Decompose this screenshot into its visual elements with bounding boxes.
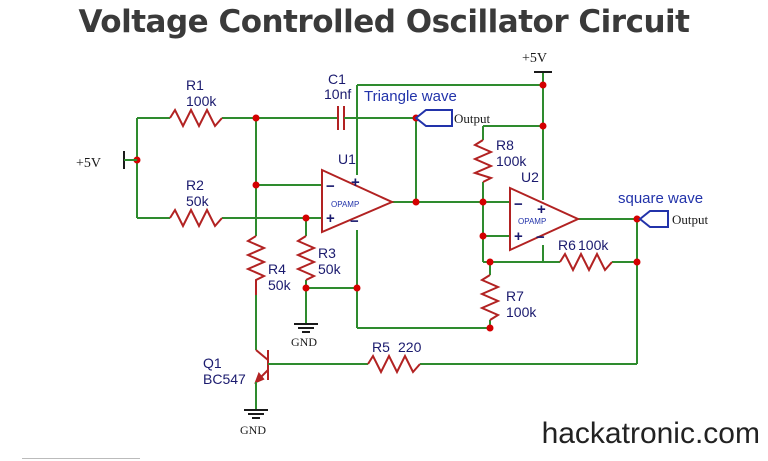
opamp-u1: − + + − OPAMP xyxy=(321,168,395,234)
opamp-u2: − + + − OPAMP xyxy=(509,186,581,252)
u2-vplus-sign: + xyxy=(537,201,546,218)
wires xyxy=(136,72,640,365)
u2-minus-sign: − xyxy=(514,196,523,213)
resistors xyxy=(169,107,613,375)
q1-value: BC547 xyxy=(203,371,246,387)
u2-type: OPAMP xyxy=(518,217,546,226)
supply-left-label: +5V xyxy=(76,156,101,171)
r7-value: 100k xyxy=(506,304,537,320)
u1-vminus-sign: − xyxy=(350,213,359,230)
r3-name: R3 xyxy=(318,245,336,261)
gnd-label: GND xyxy=(240,423,266,437)
triangle-output-label: Output xyxy=(454,111,491,126)
ground-symbol xyxy=(244,409,268,419)
r6-value: 100k xyxy=(578,237,609,253)
c1-value: 10nf xyxy=(324,86,351,102)
square-wave-label: square wave xyxy=(618,190,703,207)
supply-top-label: +5V xyxy=(522,51,547,66)
u1-minus-sign: − xyxy=(326,178,335,195)
node xyxy=(633,258,641,266)
capacitor-c1 xyxy=(330,106,352,130)
u2-vminus-sign: − xyxy=(536,229,545,246)
node xyxy=(633,215,641,223)
resistor-r5 xyxy=(367,353,421,375)
r7-name: R7 xyxy=(506,288,524,304)
node xyxy=(539,81,547,89)
r5-value: 220 xyxy=(398,339,422,355)
u1-plus-sign: + xyxy=(326,210,335,227)
u2-plus-sign: + xyxy=(514,228,523,245)
resistor-r4 xyxy=(245,235,267,295)
output-connector-square xyxy=(638,210,669,228)
r4-name: R4 xyxy=(268,261,286,277)
footer-watermark: hackatronic.com xyxy=(541,417,760,450)
q1-name: Q1 xyxy=(203,355,222,371)
r1-value: 100k xyxy=(186,93,217,109)
ground-symbol xyxy=(294,318,318,333)
node xyxy=(302,214,310,222)
node xyxy=(302,284,310,292)
divider xyxy=(22,458,140,459)
r8-value: 100k xyxy=(496,153,527,169)
supply-left xyxy=(123,151,137,169)
u2-name: U2 xyxy=(521,169,539,185)
node xyxy=(479,232,487,240)
node xyxy=(353,284,361,292)
c1-name: C1 xyxy=(328,71,346,87)
r2-value: 50k xyxy=(186,193,210,209)
resistor-r8 xyxy=(472,139,494,183)
node xyxy=(486,258,494,266)
r8-name: R8 xyxy=(496,137,514,153)
gnd-label: GND xyxy=(291,335,317,349)
resistor-r1 xyxy=(169,107,223,129)
resistor-r7 xyxy=(479,274,501,321)
output-connector-triangle xyxy=(414,109,453,127)
u1-name: U1 xyxy=(338,151,356,167)
node xyxy=(539,122,547,130)
r1-name: R1 xyxy=(186,77,204,93)
page-title: Voltage Controlled Oscillator Circuit xyxy=(78,4,690,40)
triangle-wave-label: Triangle wave xyxy=(364,88,457,105)
node xyxy=(479,198,487,206)
r5-name: R5 xyxy=(372,339,390,355)
resistor-r3 xyxy=(295,235,317,281)
u1-type: OPAMP xyxy=(331,200,359,209)
u1-vplus-sign: + xyxy=(351,174,360,191)
node xyxy=(412,198,420,206)
r3-value: 50k xyxy=(318,261,342,277)
node xyxy=(252,181,260,189)
r2-name: R2 xyxy=(186,177,204,193)
r4-value: 50k xyxy=(268,277,292,293)
resistor-r6 xyxy=(559,251,613,273)
node xyxy=(486,324,494,332)
square-output-label: Output xyxy=(672,212,709,227)
node xyxy=(252,114,260,122)
resistor-r2 xyxy=(169,207,223,229)
transistor-q1 xyxy=(254,349,275,410)
r6-name: R6 xyxy=(558,237,576,253)
